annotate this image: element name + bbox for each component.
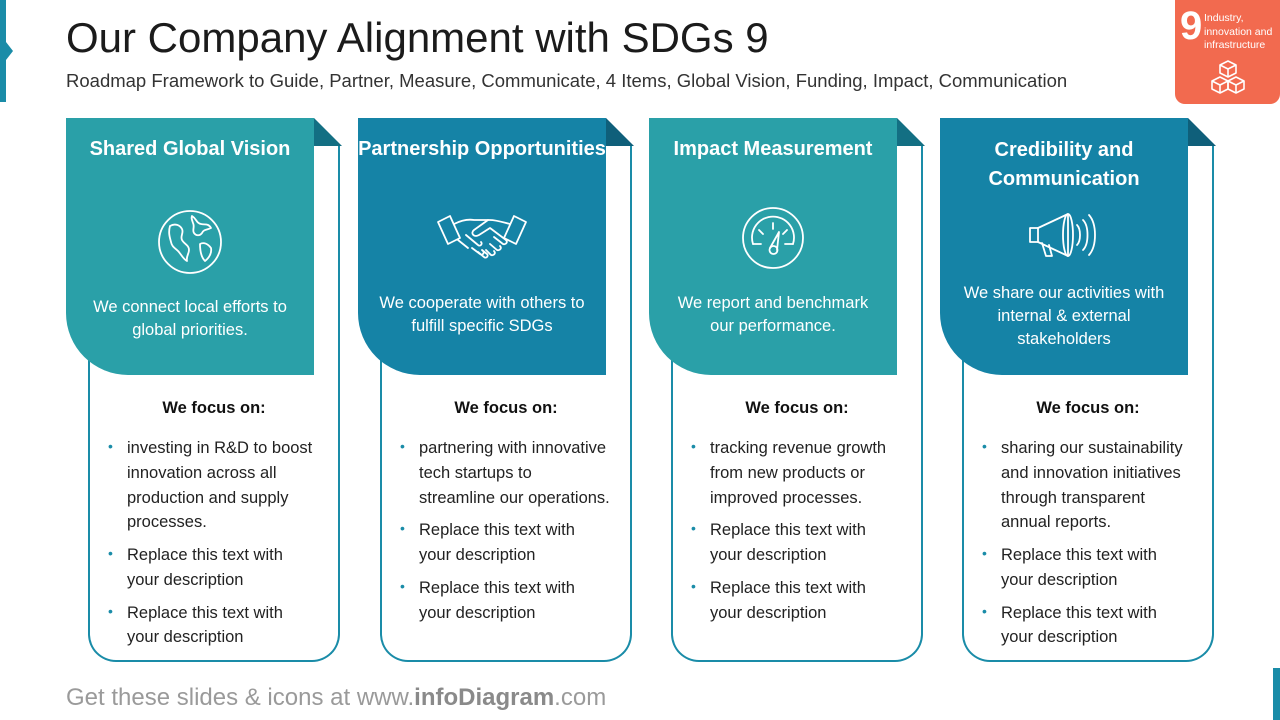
card-title: Credibility and Communication [988,139,1140,190]
card-header: Shared Global Vision We connect local ef… [66,118,314,375]
left-accent-tip [6,42,13,60]
card-credibility-communication: Credibility and Communication We share o… [940,118,1216,664]
list-item: Replace this text with your description [398,518,610,568]
card-shared-global-vision: Shared Global Vision We connect local ef… [66,118,342,664]
footer-brand: infoDiagram [414,684,555,711]
card-description: We cooperate with others to fulfill spec… [379,294,585,336]
megaphone-icon [1029,213,1096,257]
card-focus-label: We focus on: [454,399,558,417]
card-fold-corner [314,118,342,146]
list-item: Replace this text with your description [106,543,318,593]
card-partnership-opportunities: Partnership Opportunities We cooperate w… [358,118,634,664]
list-item: Replace this text with your description [980,601,1192,651]
list-item: tracking revenue growth from new product… [689,436,901,510]
right-accent-bar [1273,668,1280,720]
card-focus-label: We focus on: [1036,399,1140,417]
globe-icon [158,210,222,274]
card-header: Impact Measurement We report and benchma… [649,118,897,375]
list-item: Replace this text with your description [398,576,610,626]
sdg-number: 9 [1180,4,1203,48]
sdg-badge: 9 Industry, innovation and infrastructur… [1175,0,1280,104]
card-fold-corner [606,118,634,146]
page-title: Our Company Alignment with SDGs 9 [66,14,769,61]
card-header: Partnership Opportunities We cooperate w… [358,118,606,375]
card-impact-measurement: Impact Measurement We report and benchma… [649,118,925,664]
handshake-icon [437,215,527,259]
card-bullet-list: partnering with innovative tech startups… [398,436,610,633]
card-bullet-list: tracking revenue growth from new product… [689,436,901,633]
card-bullet-list: investing in R&D to boost innovation acr… [106,436,318,658]
footer-suffix: .com [554,684,607,711]
card-focus-label: We focus on: [162,399,266,417]
page-subtitle: Roadmap Framework to Guide, Partner, Mea… [66,70,1068,91]
list-item: sharing our sustainability and innovatio… [980,436,1192,535]
card-description: We connect local efforts to global prior… [93,298,287,340]
left-accent-bar [0,0,6,102]
card-focus-label: We focus on: [745,399,849,417]
card-title: Impact Measurement [673,138,873,160]
card-fold-corner [1188,118,1216,146]
list-item: investing in R&D to boost innovation acr… [106,436,318,535]
sdg-label: Industry, innovation and infrastructure [1204,12,1273,52]
card-header: Credibility and Communication We share o… [940,118,1188,375]
card-description: We share our activities with internal & … [963,284,1165,349]
card-title: Shared Global Vision [89,138,291,160]
list-item: Replace this text with your description [689,518,901,568]
list-item: partnering with innovative tech startups… [398,436,610,510]
footer-link[interactable]: Get these slides & icons at www.infoDiag… [66,684,606,712]
gauge-icon [742,207,804,269]
card-title: Partnership Opportunities [358,138,606,160]
cubes-icon [1211,60,1245,94]
list-item: Replace this text with your description [980,543,1192,593]
list-item: Replace this text with your description [689,576,901,626]
card-bullet-list: sharing our sustainability and innovatio… [980,436,1192,658]
card-description: We report and benchmark our performance. [677,294,869,336]
footer-prefix: Get these slides & icons at www. [66,684,415,711]
list-item: Replace this text with your description [106,601,318,651]
card-fold-corner [897,118,925,146]
